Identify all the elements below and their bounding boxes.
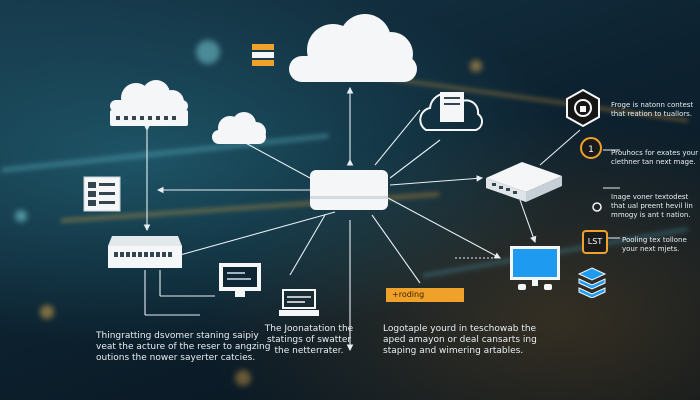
caption-bottom-left: Thingratting dsvomer staning saipiy veat… xyxy=(96,331,270,364)
device-icon xyxy=(252,44,274,66)
bokeh-light xyxy=(15,210,27,222)
caption-right-4: Pooling tex tollone your next mjets. xyxy=(622,236,687,254)
cloud-document-icon xyxy=(419,92,483,131)
caption-line: your next mjets. xyxy=(622,245,680,253)
network-switch-icon xyxy=(108,236,182,268)
bokeh-light xyxy=(235,370,251,386)
caption-line: mmogy is ant t nation. xyxy=(611,211,691,219)
network-switch-icon xyxy=(486,162,562,202)
caption-line: Prouhocs for exates your xyxy=(611,149,699,157)
routing-tag: +roding xyxy=(386,288,464,302)
caption-line: statings of swatter xyxy=(266,335,352,345)
caption-line: Froge is natonn contest xyxy=(611,101,694,109)
caption-line: outions the nower sayerter catcies. xyxy=(96,353,256,363)
database-stack-icon xyxy=(577,267,607,298)
caption-right-2: Prouhocs for exates your clethner tan ne… xyxy=(611,149,698,167)
caption-bottom-right: Logotaple yourd in teschowab the aped am… xyxy=(383,324,537,357)
caption-line: The Joonatation the xyxy=(264,324,354,334)
caption-line: that ual preent hevil lin xyxy=(611,202,693,210)
caption-line: staping and wimering artables. xyxy=(383,346,524,356)
caption-line: clethner tan next mage. xyxy=(611,158,696,166)
caption-line: the netterrater. xyxy=(274,346,344,356)
caption-line: that reation to tuallors. xyxy=(611,110,693,118)
pin-icon xyxy=(592,202,602,212)
cloud-icon xyxy=(289,14,417,82)
document-list-icon xyxy=(83,176,121,212)
caption-line: veat the acture of the reser to angzing xyxy=(96,342,271,352)
caption-line: Inage voner textodest xyxy=(611,193,689,201)
bokeh-light xyxy=(196,40,220,64)
bokeh-light xyxy=(470,60,482,72)
bokeh-light xyxy=(40,305,54,319)
caption-line: aped amayon or deal cansarts ing xyxy=(383,335,537,345)
monitor-icon xyxy=(219,263,261,297)
caption-line: Pooling tex tollone xyxy=(622,236,687,244)
caption-line: Logotaple yourd in teschowab the xyxy=(383,324,537,334)
caption-right-3: Inage voner textodest that ual preent he… xyxy=(611,193,693,220)
monitor-icon xyxy=(510,246,560,290)
lst-badge: LST xyxy=(582,230,608,254)
cloud-server-icon xyxy=(110,80,188,126)
laptop-icon xyxy=(279,289,319,316)
cloud-icon xyxy=(212,112,266,144)
caption-bottom-center: The Joonatation the statings of swatter … xyxy=(264,324,354,357)
caption-line: Thingratting dsvomer staning saipiy xyxy=(96,331,259,341)
lock-icon xyxy=(566,88,600,128)
caption-right-1: Froge is natonn contest that reation to … xyxy=(611,101,693,119)
central-router-icon xyxy=(310,170,388,210)
step-one-badge: 1 xyxy=(580,137,602,159)
